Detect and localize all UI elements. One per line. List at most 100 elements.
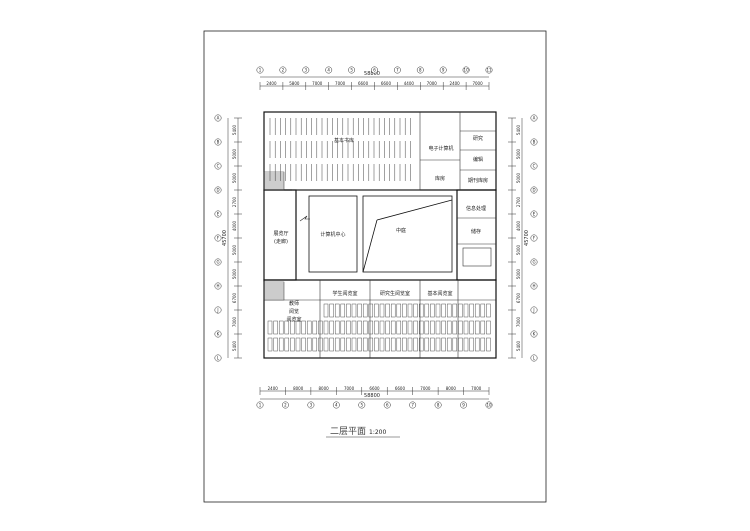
reading-desk [273, 320, 278, 335]
reading-desk [351, 303, 357, 318]
axis-bubble-label: 6 [373, 67, 376, 72]
top-dimension-chain [259, 76, 490, 90]
reading-desk [374, 303, 379, 318]
reading-desk [312, 337, 318, 352]
room-label-courtyard: 中庭 [396, 227, 406, 234]
reading-desk [474, 320, 480, 335]
reading-desk [452, 337, 458, 352]
axis-bubble-label: 9 [462, 402, 465, 407]
axis-bubble [485, 66, 493, 74]
axis-bubble [348, 66, 356, 74]
reading-desk [362, 303, 368, 318]
right-segment-label: 5000 [516, 244, 521, 255]
reading-desk [312, 320, 318, 335]
room-label-reading-s3: 基本阅览室 [427, 290, 452, 297]
top-segment-label: 7000 [427, 81, 438, 86]
axis-bubble-label: B [217, 139, 220, 144]
top-segment-label: 6600 [381, 81, 392, 86]
reading-desk [452, 320, 458, 335]
axis-bubble [325, 66, 333, 74]
reading-desk [441, 320, 446, 335]
reading-desk [430, 337, 435, 352]
left-segment-label: 5000 [232, 148, 237, 159]
reading-desk [418, 303, 424, 318]
left-dimension-chain [227, 117, 242, 359]
reading-desk [284, 337, 290, 352]
axis-bubble-label: C [533, 163, 536, 168]
left-segment-label: 6700 [232, 292, 237, 303]
reading-desk [374, 337, 379, 352]
right-segment-label: 2700 [516, 196, 521, 207]
reading-desk [278, 337, 284, 352]
right-segment-label: 5000 [516, 172, 521, 183]
reading-desk [458, 303, 463, 318]
reading-desk [334, 337, 340, 352]
axis-bubble [530, 186, 538, 194]
reading-desk [486, 320, 491, 335]
right-segment-label: 5000 [516, 148, 521, 159]
reading-desk [334, 320, 340, 335]
stair-north-west [263, 171, 285, 191]
reading-desk [318, 320, 323, 335]
north-block-interior [292, 112, 496, 191]
room-label-reading-s1: 学生阅览室 [332, 290, 357, 297]
axis-bubble-label: J [532, 307, 534, 312]
reading-desk [267, 320, 273, 335]
reading-desk [469, 320, 474, 335]
axis-bubble-label: F [533, 235, 536, 240]
axis-bubble-label: 3 [305, 67, 308, 72]
east-wing-interior [457, 217, 496, 267]
right-segment-label: 7000 [516, 316, 521, 327]
axis-bubble-label: 10 [486, 402, 492, 407]
reading-desk [318, 337, 323, 352]
reading-desk [357, 320, 362, 335]
reading-desk [424, 320, 430, 335]
reading-desk [379, 320, 385, 335]
reading-desk [430, 303, 435, 318]
axis-bubble [302, 66, 310, 74]
axis-bubble-label: B [533, 139, 536, 144]
reading-desk [273, 337, 278, 352]
reading-desk [306, 337, 312, 352]
room-label-office-1: 研究 [473, 135, 483, 142]
axis-bubble-label: E [533, 211, 536, 216]
bottom-segment-label: 7000 [420, 386, 431, 391]
right-overall-dimension: 45700 [524, 230, 530, 246]
reading-desk [396, 337, 402, 352]
reading-desk [441, 303, 446, 318]
axis-bubble-label: 11 [486, 67, 492, 72]
reading-desk [446, 337, 452, 352]
bottom-segment-label: 6600 [369, 386, 380, 391]
axis-bubble-label: 9 [442, 67, 445, 72]
reading-desk [480, 320, 486, 335]
axis-bubble [281, 401, 289, 409]
axis-bubble-label: 2 [282, 67, 285, 72]
reading-desk [290, 320, 295, 335]
reading-desk [362, 320, 368, 335]
axis-bubble [214, 210, 222, 218]
axis-bubble [214, 162, 222, 170]
left-segment-label: 5000 [232, 172, 237, 183]
axis-bubble [530, 138, 538, 146]
axis-bubble-label: H [216, 283, 219, 288]
reading-desk [329, 320, 334, 335]
top-segment-label: 2400 [266, 81, 277, 86]
reading-desk [385, 320, 390, 335]
left-segment-label: 7000 [232, 316, 237, 327]
computer-center-room [308, 195, 358, 273]
axis-bubble [530, 330, 538, 338]
axis-bubble-label: G [532, 259, 535, 264]
reading-desk [323, 320, 329, 335]
axis-bubble-label: G [216, 259, 219, 264]
reading-desk [357, 337, 362, 352]
axis-bubble-label: J [216, 307, 218, 312]
reading-desk [362, 337, 368, 352]
reading-desk [469, 303, 474, 318]
reading-desk [323, 337, 329, 352]
top-segment-label: 5800 [289, 81, 300, 86]
